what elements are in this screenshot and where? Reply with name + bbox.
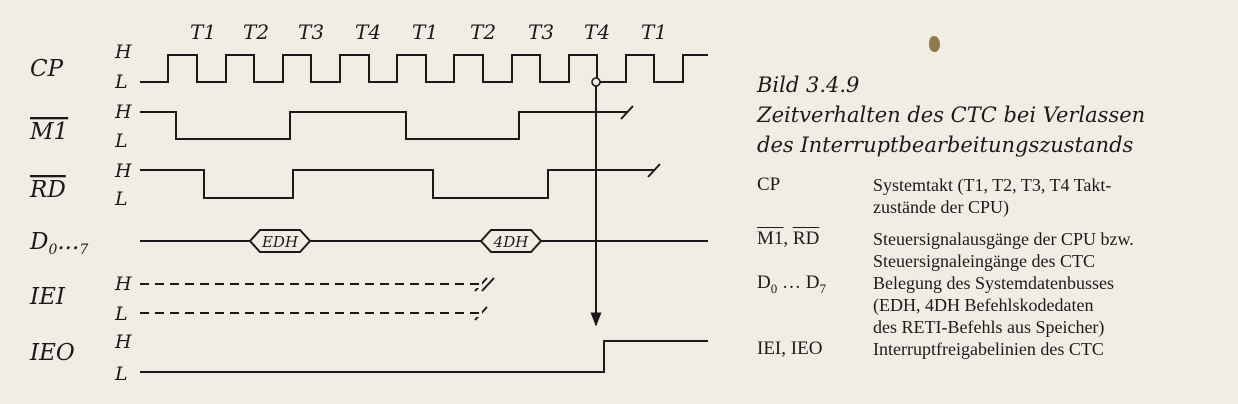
legend-description: Systemtakt (T1, T2, T3, T4 Takt- zuständ… <box>873 174 1111 218</box>
signal-name-cp: CP <box>30 56 64 82</box>
figure-caption: Bild 3.4.9 Zeitverhalten des CTC bei Ver… <box>757 70 1227 160</box>
legend-desc-line: (EDH, 4DH Befehlskodedaten <box>873 295 1094 315</box>
phase-label: T2 <box>243 20 269 44</box>
legend-description: Steuersignalausgänge der CPU bzw. Steuer… <box>873 228 1134 272</box>
legend-term: D0 … D7 <box>757 272 826 296</box>
rd-waveform <box>140 169 655 199</box>
trigger-point <box>591 77 601 87</box>
level-l: L <box>114 363 128 385</box>
figure-number: Bild 3.4.9 <box>757 73 860 97</box>
bus-value-edh: EDH <box>261 233 299 251</box>
signal-names: CP M1 RD D0...7 IEI IEO <box>29 56 88 366</box>
phase-label: T4 <box>584 20 610 44</box>
phase-labels: T1 T2 T3 T4 T1 T2 T3 T4 T1 <box>190 20 667 44</box>
legend-desc-line: Steuersignaleingänge des CTC <box>873 251 1095 271</box>
phase-label: T1 <box>412 20 438 44</box>
level-l: L <box>114 71 128 93</box>
bus-box-4dh <box>479 229 543 253</box>
legend-desc-line: Interruptfreigabelinien des CTC <box>873 339 1104 359</box>
m1-waveform <box>140 111 628 140</box>
iei-dashed-lines <box>140 283 480 314</box>
phase-label: T1 <box>641 20 667 44</box>
signal-name-rd: RD <box>29 177 66 203</box>
ieo-waveform <box>140 340 708 373</box>
legend-term: M1, RD <box>757 228 820 249</box>
legend-desc-line: zustände der CPU) <box>873 197 1009 217</box>
timing-diagram: T1 T2 T3 T4 T1 T2 T3 T4 T1 CP M1 RD D0..… <box>29 20 708 385</box>
legend-desc-line: Systemtakt (T1, T2, T3, T4 Takt- <box>873 175 1112 195</box>
level-h: H <box>114 41 132 63</box>
level-l: L <box>114 130 128 152</box>
phase-label: T1 <box>190 20 216 44</box>
legend-term: CP <box>757 174 781 195</box>
rd-end-tick <box>647 163 661 178</box>
level-h: H <box>114 331 132 353</box>
figure-title-line: Zeitverhalten des CTC bei Verlassen <box>757 103 1146 127</box>
phase-label: T3 <box>298 20 324 44</box>
legend-term: IEI, IEO <box>757 338 823 359</box>
legend: CP Systemtakt (T1, T2, T3, T4 Takt- zust… <box>757 174 1232 360</box>
phase-label: T2 <box>470 20 496 44</box>
signal-name-ieo: IEO <box>29 340 75 366</box>
bus-box-edh <box>248 229 312 253</box>
level-l: L <box>114 188 128 210</box>
level-h: H <box>114 160 132 182</box>
level-markers: H L H L H L H L H L <box>114 41 132 385</box>
cp-waveform <box>140 54 708 83</box>
phase-label: T3 <box>528 20 554 44</box>
signal-name-m1: M1 <box>29 119 68 145</box>
legend-description: Interruptfreigabelinien des CTC <box>873 338 1104 360</box>
legend-desc-line: des RETI-Befehls aus Speicher) <box>873 317 1105 337</box>
legend-row-m1-rd: M1, RD Steuersignalausgänge der CPU bzw.… <box>757 228 1232 272</box>
phase-label: T4 <box>355 20 381 44</box>
level-h: H <box>114 101 132 123</box>
legend-description: Belegung des Systemdatenbusses (EDH, 4DH… <box>873 272 1114 338</box>
paper-stain <box>929 36 940 52</box>
level-h: H <box>114 273 132 295</box>
level-l: L <box>114 303 128 325</box>
legend-row-iei-ieo: IEI, IEO Interruptfreigabelinien des CTC <box>757 338 1232 360</box>
legend-row-cp: CP Systemtakt (T1, T2, T3, T4 Takt- zust… <box>757 174 1232 218</box>
bus-value-4dh: 4DH <box>493 233 530 251</box>
signal-name-iei: IEI <box>29 284 66 310</box>
legend-desc-line: Steuersignalausgänge der CPU bzw. <box>873 229 1134 249</box>
m1-end-tick <box>620 105 634 120</box>
legend-desc-line: Belegung des Systemdatenbusses <box>873 273 1114 293</box>
signal-name-data-bus: D0...7 <box>29 229 88 258</box>
legend-row-data-bus: D0 … D7 Belegung des Systemdatenbusses (… <box>757 272 1232 338</box>
figure-title-line: des Interruptbearbeitungszustands <box>757 133 1134 157</box>
